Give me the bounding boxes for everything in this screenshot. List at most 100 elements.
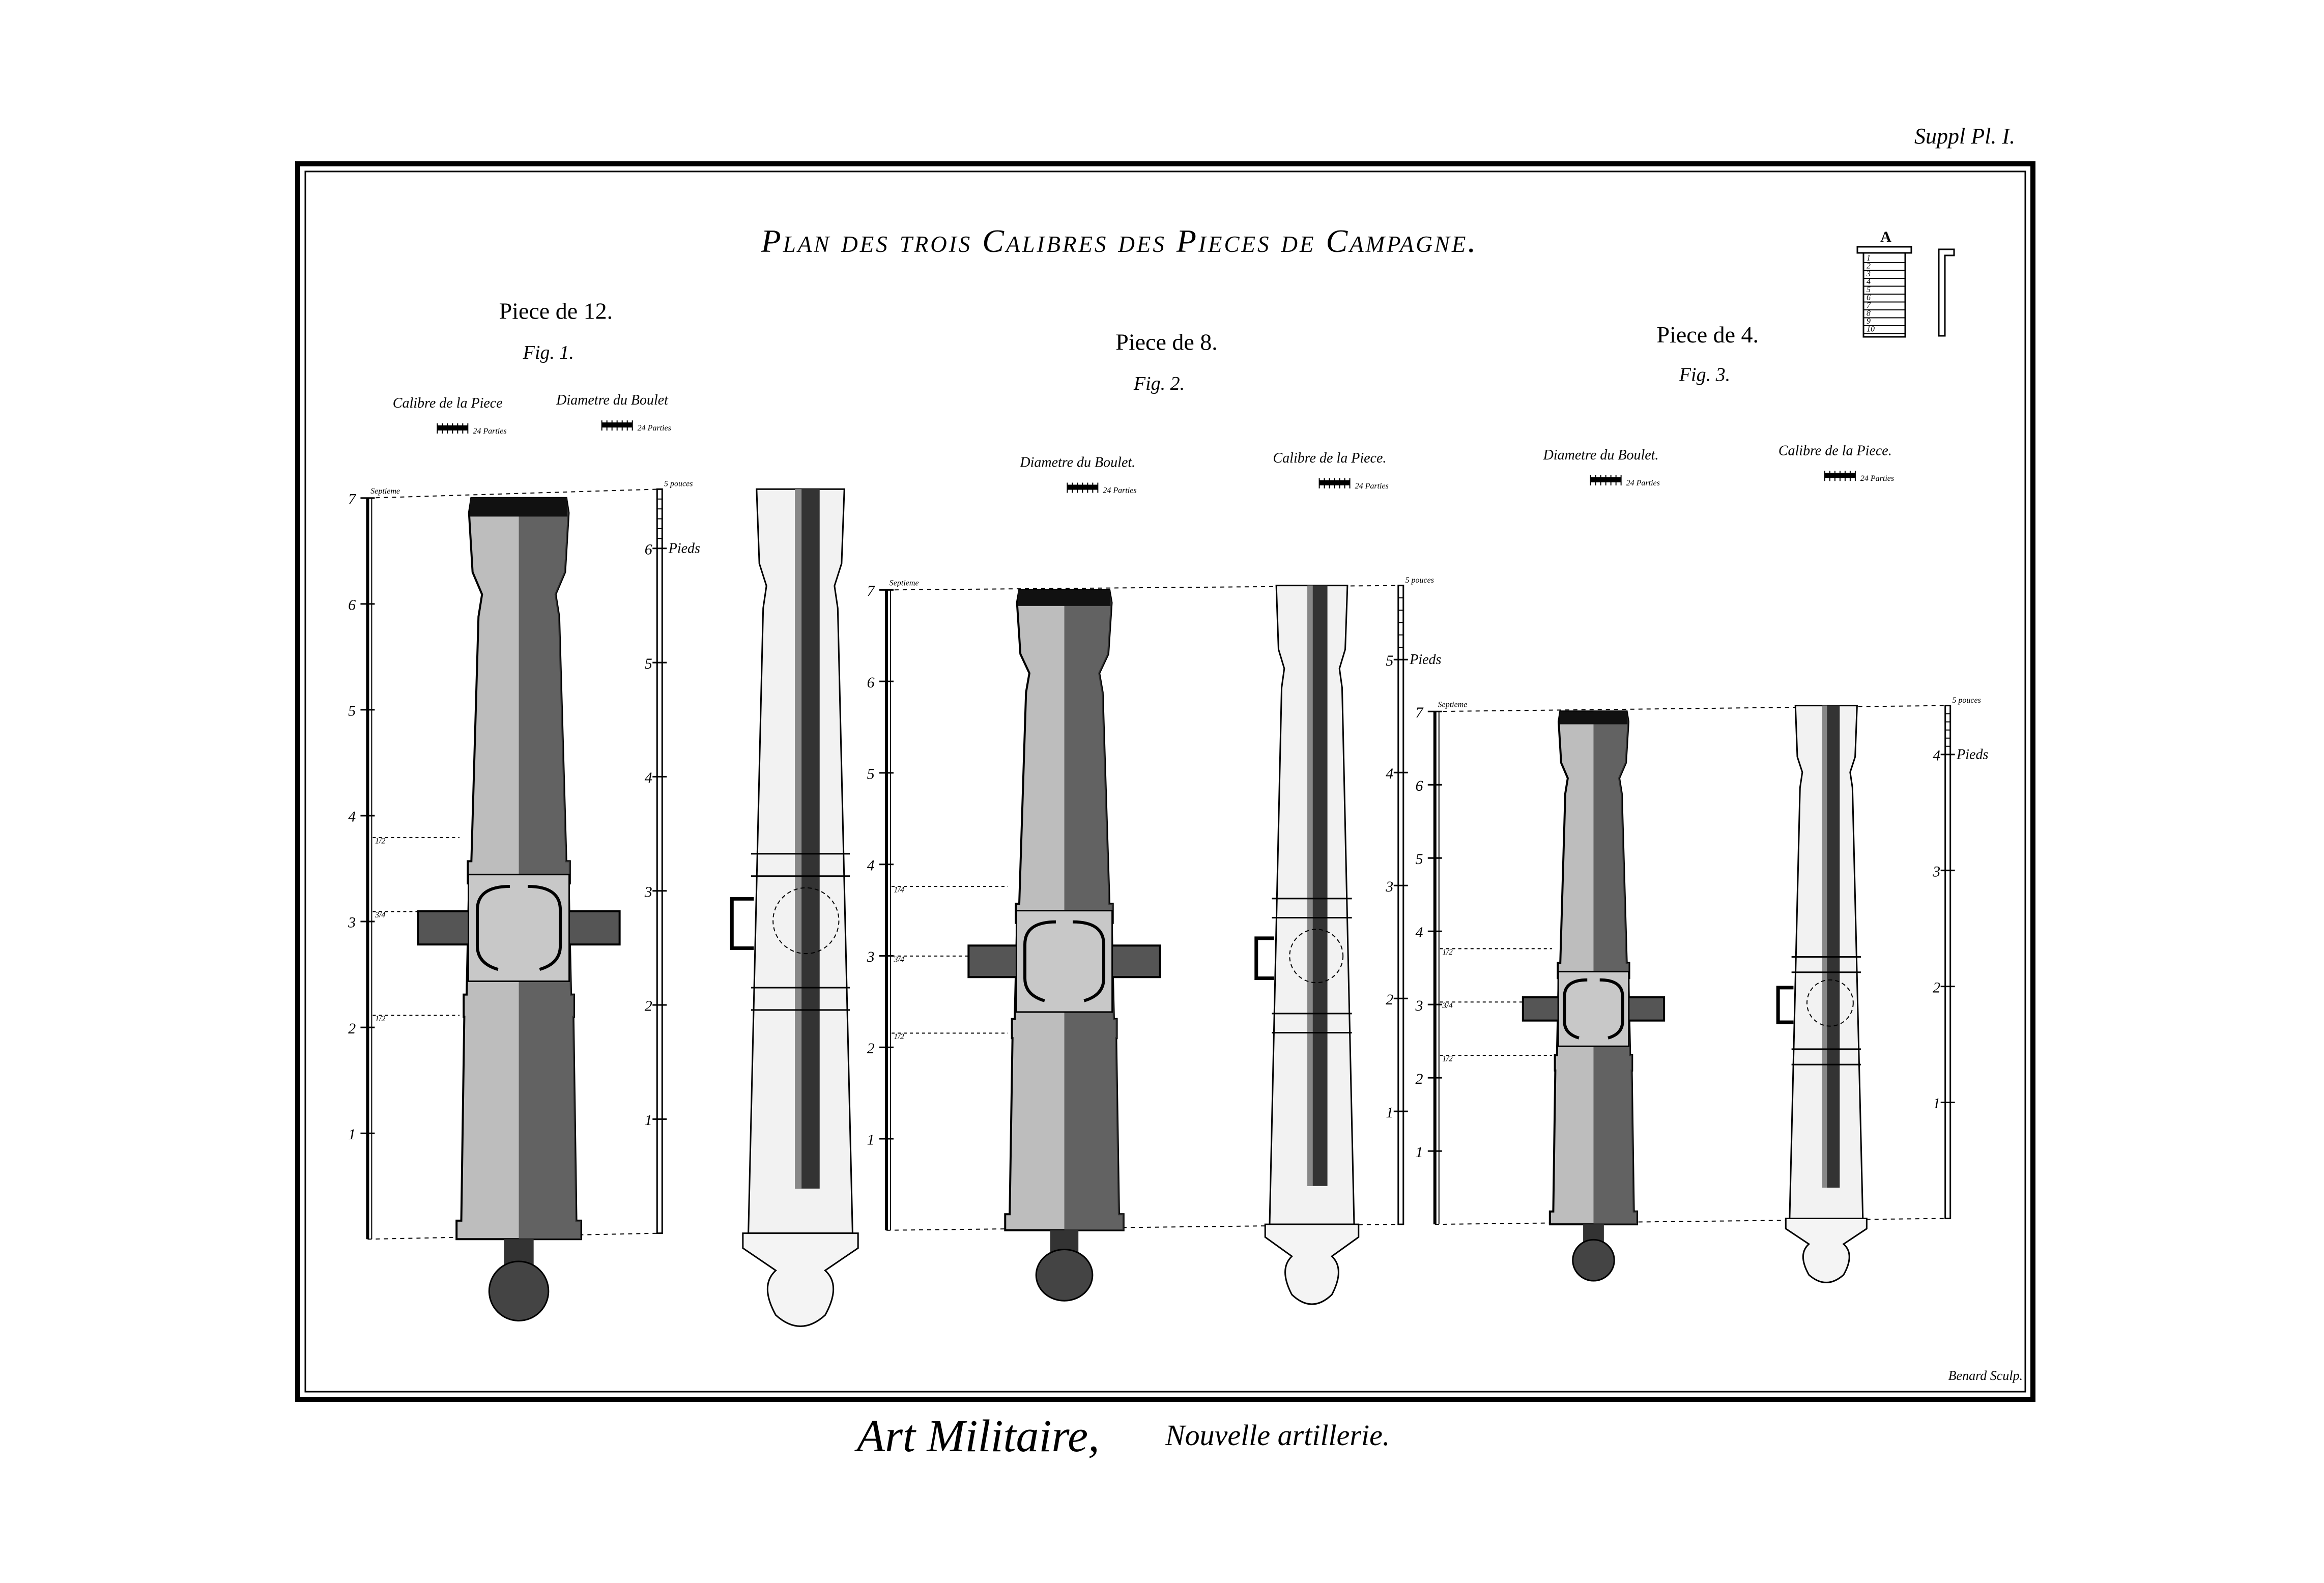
gauge-mark: 1 (1867, 254, 1871, 263)
pouces-label: 5 pouces (664, 479, 693, 488)
axis-tick-label: 3 (867, 948, 875, 965)
pieds-label: Pieds (668, 541, 700, 557)
barrel-shading (1593, 711, 1638, 1225)
axis-tick-label: 1 (645, 1112, 652, 1129)
cannon-exterior-view (1522, 710, 1666, 1282)
figure-number: Fig. 2. (1133, 373, 1185, 394)
boulet-scale-unit: 24 Parties (638, 424, 671, 433)
cannon-exterior-view (967, 589, 1161, 1302)
section-cascabel (742, 1232, 859, 1327)
calibre-scale-unit: 24 Parties (1355, 482, 1389, 491)
dolphin-handle (475, 884, 510, 971)
gauge-mark: 9 (1867, 317, 1871, 326)
axis-tick-label: 2 (1386, 991, 1393, 1008)
cascabel-knob (1572, 1239, 1615, 1282)
axis-tick-label: 1 (1386, 1104, 1393, 1121)
axis-tick-label: 7 (1415, 704, 1424, 721)
axis-label: Septieme (890, 579, 919, 588)
reinforce-band (1557, 970, 1630, 1047)
fraction-label: 3/4 (894, 956, 904, 964)
figure-number: Fig. 1. (523, 342, 574, 363)
right-scale-axis: 5 pouces 5 4 3 2 1 Pieds (1385, 576, 1442, 1225)
axis-tick-label: 4 (348, 809, 356, 825)
axis-tick-label: 3 (1415, 997, 1423, 1014)
section-cascabel (1785, 1217, 1868, 1283)
trunnion-outline (1289, 929, 1344, 984)
bore-highlight (1822, 705, 1827, 1188)
top-guide-line (1434, 705, 1948, 712)
cascabel-knob (1035, 1249, 1094, 1302)
caption-sub: Nouvelle artillerie. (1165, 1419, 1390, 1452)
fraction-label: 1/2 (1442, 948, 1452, 957)
dolphin-handle (528, 884, 562, 971)
gauge-mark: 6 (1867, 294, 1871, 302)
gauge-mark: 7 (1867, 301, 1871, 310)
axis-tick-label: 7 (348, 491, 357, 507)
cannon-section-view (1254, 585, 1360, 1305)
axis-tick-label: 4 (645, 769, 652, 786)
axis-tick-label: 1 (1933, 1095, 1940, 1112)
pouces-label: 5 pouces (1405, 576, 1434, 585)
muzzle-face (1018, 590, 1111, 606)
figure-number: Fig. 3. (1679, 364, 1730, 386)
cannon-exterior-view (417, 497, 621, 1321)
calibre-scale-unit: 24 Parties (1860, 474, 1894, 483)
pieds-label: Pieds (1409, 652, 1441, 668)
supplement-label: Suppl Pl. I. (1914, 124, 2015, 149)
axis-tick-label: 5 (867, 766, 875, 783)
axis-tick-label: 6 (1415, 778, 1423, 794)
cannon-section-view (1776, 705, 1868, 1283)
gauge-mark: 3 (1866, 270, 1871, 278)
dolphin-handle (1023, 920, 1056, 1002)
axis-tick-label: 6 (645, 541, 652, 558)
fraction-label: 3/4 (1442, 1001, 1452, 1010)
dolphin-handle (1563, 978, 1588, 1040)
pouces-label: 5 pouces (1952, 696, 1981, 705)
boulet-scale-unit: 24 Parties (1103, 486, 1136, 495)
axis-tick-label: 6 (348, 596, 356, 613)
engraver-signature: Benard Sculp. (1948, 1368, 2023, 1383)
dolphin-handle (1073, 920, 1106, 1002)
calibre-label: Calibre de la Piece (393, 395, 503, 411)
section-cascabel (1264, 1223, 1360, 1305)
pieds-label: Pieds (1956, 746, 1988, 762)
boulet-label: Diametre du Boulet. (1019, 455, 1135, 471)
axis-tick-label: 7 (867, 583, 876, 599)
piece-title: Piece de 12. (499, 298, 613, 324)
axis-tick-label: 1 (1415, 1144, 1423, 1161)
axis-tick-label: 1 (867, 1132, 875, 1148)
fraction-label: 1/4 (894, 886, 904, 895)
figure-1: Piece de 12.Fig. 1.Calibre de la Piece24… (348, 298, 859, 1327)
axis-tick-label: 4 (1415, 924, 1423, 941)
axis-label: Septieme (370, 487, 400, 496)
axis-tick-label: 4 (867, 857, 875, 874)
gauge-square-piece (1938, 248, 1955, 337)
axis-tick-label: 2 (1415, 1071, 1423, 1087)
plate-title: Plan des trois Calibres des Pieces de Ca… (761, 223, 1478, 259)
axis-tick-label: 5 (645, 655, 652, 672)
axis-tick-label: 3 (1385, 878, 1393, 895)
calibre-scale-unit: 24 Parties (473, 427, 506, 436)
axis-tick-label: 1 (348, 1126, 356, 1143)
handle (730, 897, 754, 950)
figure-3: Piece de 4.Fig. 3.Calibre de la Piece.24… (1415, 322, 1988, 1283)
fraction-label: 1/2 (375, 1015, 385, 1023)
boulet-label: Diametre du Boulet (556, 392, 669, 408)
axis-tick-label: 2 (867, 1040, 875, 1057)
handle (1254, 936, 1274, 981)
axis-tick-label: 2 (348, 1020, 356, 1037)
cannon-section-view (730, 488, 859, 1327)
fraction-label: 1/2 (1442, 1055, 1452, 1063)
piece-title: Piece de 4. (1657, 322, 1759, 348)
boulet-label: Diametre du Boulet. (1543, 447, 1659, 463)
axis-tick-label: 5 (1386, 652, 1393, 669)
gauge-mark: 4 (1867, 278, 1871, 286)
gauge-label: A (1880, 228, 1891, 245)
muzzle-face (1559, 711, 1628, 725)
axis-tick-label: 6 (867, 674, 875, 691)
